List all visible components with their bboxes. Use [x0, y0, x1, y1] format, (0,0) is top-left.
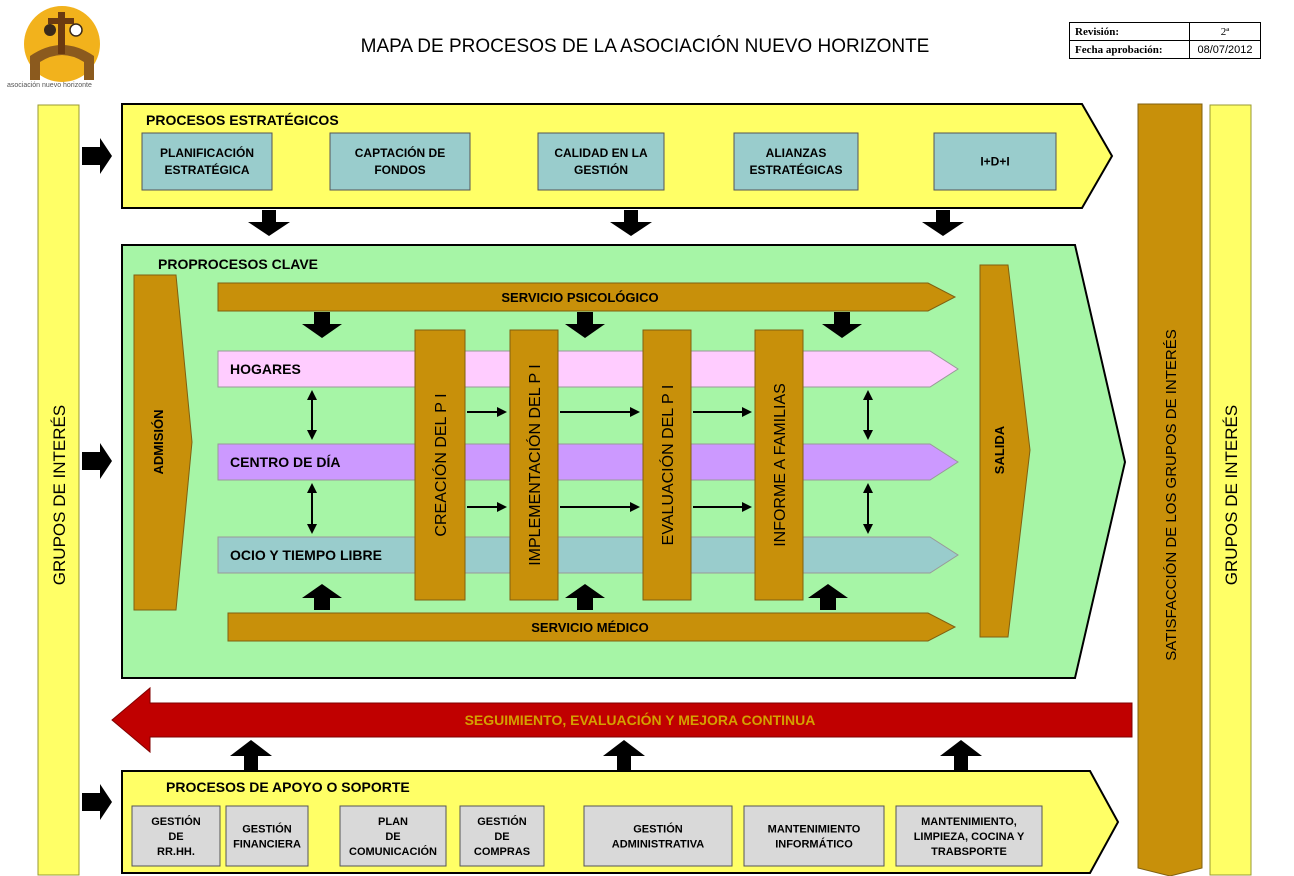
block-arrow-icon: [82, 138, 112, 820]
left-interest-label: GRUPOS DE INTERÉS: [50, 405, 69, 585]
strategic-box-label: ESTRATÉGICAS: [749, 162, 842, 177]
support-box-label: DE: [494, 831, 509, 843]
support-box-label: GESTIÓN: [242, 822, 292, 835]
block-arrow-icon: [302, 584, 848, 610]
lane-label-hogares: HOGARES: [230, 361, 301, 377]
support-box-4: [459, 805, 545, 867]
phase-column-informe: [754, 329, 804, 601]
strategic-title: PROCESOS ESTRATÉGICOS: [146, 112, 339, 128]
double-arrow-icon: [307, 390, 873, 534]
left-interest-bar: [37, 104, 80, 876]
block-arrow-icon: [302, 312, 862, 338]
satisfaction-label: SATISFACCIÓN DE LOS GRUPOS DE INTERÉS: [1163, 329, 1180, 660]
support-box-label: RR.HH.: [157, 846, 195, 858]
admission-label: ADMISIÓN: [151, 410, 166, 475]
revision-table: Revisión: 2ª Fecha aprobación: 08/07/201…: [1069, 22, 1261, 59]
approval-label: Fecha aprobación:: [1069, 40, 1190, 59]
strategic-box-2: [329, 132, 471, 191]
support-title: PROCESOS DE APOYO O SOPORTE: [166, 779, 410, 795]
right-interest-bar: [1209, 104, 1252, 876]
support-box-5: [583, 805, 733, 867]
block-arrow-icon: [230, 740, 982, 770]
support-box-label: COMUNICACIÓN: [349, 845, 437, 858]
support-box-1: [131, 805, 221, 867]
support-box-label: TRABSPORTE: [931, 846, 1007, 858]
right-interest-label: GRUPOS DE INTERÉS: [1222, 405, 1241, 585]
support-box-7: [895, 805, 1043, 867]
support-box-label: MANTENIMIENTO: [768, 823, 861, 835]
improvement-label: SEGUIMIENTO, EVALUACIÓN Y MEJORA CONTINU…: [465, 711, 816, 728]
exit-arrow: [979, 264, 1031, 638]
exit-label: SALIDA: [992, 425, 1007, 474]
key-title: PROPROCESOS CLAVE: [158, 256, 318, 272]
phase-label-implementacion: IMPLEMENTACIÓN DEL P I: [525, 364, 544, 566]
support-box-label: GESTIÓN: [477, 815, 527, 828]
logo-caption: asociación nuevo horizonte: [7, 82, 92, 89]
support-box-2: [225, 805, 309, 867]
lane-label-centro-dia: CENTRO DE DÍA: [230, 454, 340, 470]
strategic-box-label: ESTRATÉGICA: [164, 162, 249, 177]
support-box-label: DE: [385, 831, 400, 843]
phase-label-creacion: CREACIÓN DEL P I: [431, 393, 450, 536]
improvement-arrow: [111, 686, 1133, 754]
lane-label-ocio: OCIO Y TIEMPO LIBRE: [230, 547, 382, 563]
support-box-label: LIMPIEZA, COCINA Y: [914, 831, 1025, 843]
phase-label-informe: INFORME A FAMILIAS: [772, 383, 789, 547]
strategic-box-label: CALIDAD EN LA: [554, 146, 648, 160]
strategic-box-label: PLANIFICACIÓN: [160, 145, 254, 160]
approval-value: 08/07/2012: [1189, 40, 1261, 59]
support-box-label: MANTENIMIENTO,: [921, 816, 1017, 828]
logo-icon: [24, 6, 100, 82]
support-box-3: [339, 805, 447, 867]
phase-column-implementacion: [509, 329, 559, 601]
medical-service-label: SERVICIO MÉDICO: [531, 620, 649, 635]
strategic-box-4: [733, 132, 859, 191]
support-box-6: [743, 805, 885, 867]
strategic-box-label: I+D+I: [980, 155, 1009, 169]
block-arrow-icon: [248, 210, 964, 236]
support-box-label: PLAN: [378, 816, 408, 828]
support-box-label: COMPRAS: [474, 846, 530, 858]
support-box-label: INFORMÁTICO: [775, 837, 853, 850]
psych-service-label: SERVICIO PSICOLÓGICO: [501, 290, 658, 305]
strategic-box-3: [537, 132, 665, 191]
satisfaction-column: [1137, 103, 1203, 876]
strategic-box-label: GESTIÓN: [574, 162, 628, 177]
flow-arrows: [467, 407, 752, 512]
strategic-box-label: CAPTACIÓN DE: [355, 145, 445, 160]
phase-column-evaluacion: [642, 329, 692, 601]
lane-hogares: [217, 350, 959, 388]
support-box-label: DE: [168, 831, 183, 843]
strategic-box-label: ALIANZAS: [766, 146, 827, 160]
strategic-box-1: [141, 132, 273, 191]
strategic-box-5: [933, 132, 1057, 191]
strategic-box-label: FONDOS: [374, 163, 425, 177]
phase-label-evaluacion: EVALUACIÓN DEL P I: [658, 385, 677, 546]
admission-arrow: [133, 274, 193, 611]
phase-column-creacion: [414, 329, 466, 601]
support-box-label: ADMINISTRATIVA: [612, 838, 705, 850]
support-box-label: GESTIÓN: [633, 822, 683, 835]
medical-service-arrow: [227, 612, 957, 642]
page-title: MAPA DE PROCESOS DE LA ASOCIACIÓN NUEVO …: [360, 36, 930, 57]
support-box-label: GESTIÓN: [151, 815, 201, 828]
support-box-label: FINANCIERA: [233, 838, 301, 850]
psych-service-arrow: [217, 282, 957, 312]
